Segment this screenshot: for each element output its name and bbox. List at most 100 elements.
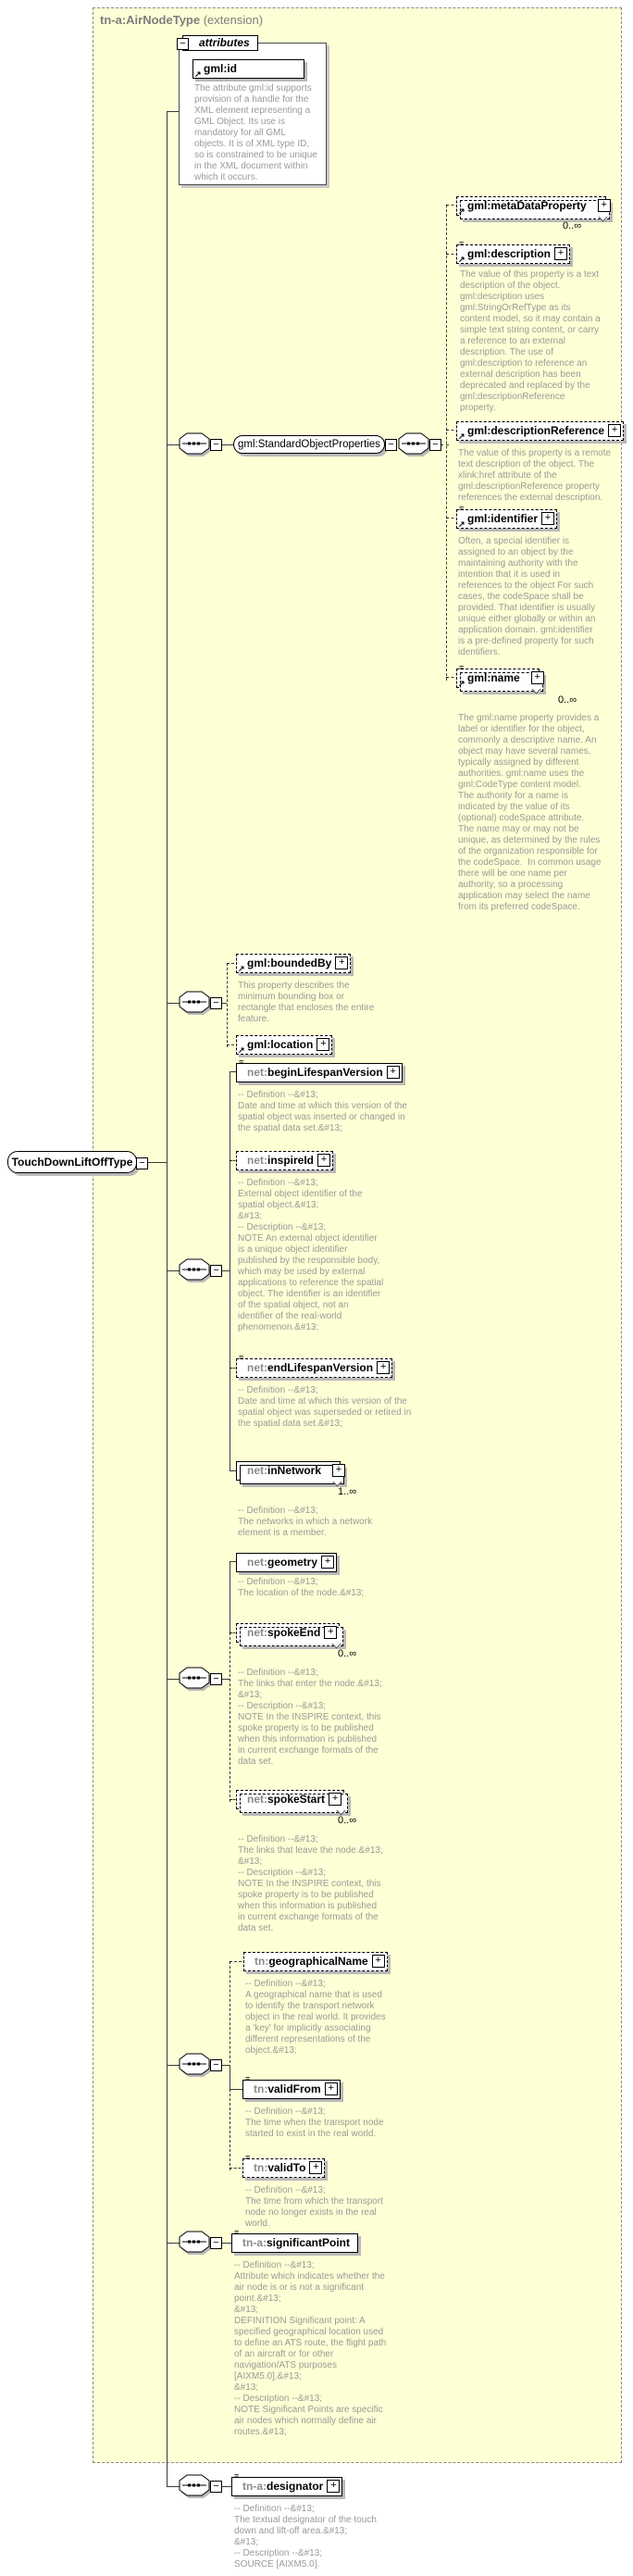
- element-box-net-inNetwork[interactable]: net:inNetwork: [236, 1461, 346, 1484]
- collapse-icon[interactable]: [177, 38, 189, 50]
- expand-icon[interactable]: [327, 2480, 341, 2493]
- attribute-label: gml:id: [204, 62, 237, 75]
- element-box-tn-geographicalName[interactable]: tn:geographicalName: [243, 1952, 388, 1971]
- expand-icon[interactable]: [597, 199, 611, 212]
- cardinality-label: 0..∞: [338, 1815, 357, 1826]
- collapse-icon[interactable]: [429, 439, 441, 451]
- element-prefix: tn-a:: [242, 2236, 267, 2249]
- annotation-gml-descriptionReference: The value of this property is a remote t…: [458, 448, 614, 503]
- cardinality-label: 0..∞: [563, 220, 582, 231]
- expand-icon[interactable]: [317, 1154, 331, 1167]
- expand-icon[interactable]: [316, 1038, 330, 1051]
- element-box-net-spokeEnd[interactable]: net:spokeEnd: [236, 1623, 344, 1646]
- element-box-net-spokeStart[interactable]: net:spokeStart: [236, 1790, 349, 1813]
- connector: [230, 1632, 239, 1633]
- element-prefix: net:: [247, 1464, 267, 1477]
- element-box-tn-validFrom[interactable]: ≡ tn:validFrom: [242, 2075, 341, 2099]
- element-prefix: tn-a:: [242, 2480, 267, 2493]
- connector: [167, 2065, 181, 2066]
- expand-icon[interactable]: [608, 424, 622, 437]
- expand-icon[interactable]: [329, 1793, 342, 1806]
- sequence-icon: [177, 2052, 216, 2080]
- connector: [147, 1162, 167, 1163]
- element-label: validTo: [267, 2161, 306, 2174]
- expand-icon[interactable]: [321, 1556, 335, 1569]
- cardinality-label: 0..∞: [558, 694, 577, 706]
- annotation-validTo: -- Definition --&#13; The time from whic…: [245, 2185, 383, 2229]
- root-element-label: TouchDownLiftOffType: [11, 1156, 133, 1169]
- element-reference-icon: ↗: [458, 519, 465, 529]
- root-element-box[interactable]: TouchDownLiftOffType: [7, 1151, 137, 1173]
- connector: [167, 111, 179, 112]
- element-box-tn-validTo[interactable]: ≡ tn:validTo: [242, 2154, 326, 2178]
- connector: [230, 1470, 236, 1471]
- connector: [227, 1044, 239, 1045]
- text-content-icon: ≡: [239, 1353, 244, 1362]
- connector: [221, 1679, 230, 1680]
- element-prefix: net:: [247, 1626, 267, 1639]
- sequence-icon: [177, 431, 216, 459]
- expand-icon[interactable]: [335, 957, 349, 969]
- sequence-icon: [177, 2473, 216, 2501]
- expand-icon[interactable]: [541, 512, 555, 525]
- connector: [227, 963, 239, 964]
- collapse-icon[interactable]: [210, 439, 222, 451]
- element-label: gml:boundedBy: [247, 957, 332, 969]
- group-box-standard-object-properties[interactable]: gml:StandardObjectProperties: [233, 435, 385, 454]
- element-prefix: tn:: [254, 2082, 268, 2095]
- collapse-icon[interactable]: [210, 2059, 222, 2071]
- element-prefix: net:: [247, 1066, 267, 1079]
- attributes-tab[interactable]: attributes: [182, 35, 258, 51]
- cardinality-label: 0..∞: [338, 1648, 357, 1659]
- connector: [167, 1003, 181, 1004]
- collapse-icon[interactable]: [210, 2237, 222, 2249]
- expand-icon[interactable]: [309, 2161, 323, 2174]
- element-box-net-inspireId[interactable]: net:inspireId: [236, 1151, 334, 1170]
- element-box-tn-a-designator[interactable]: ≡ tn-a:designator: [231, 2472, 343, 2496]
- collapse-icon[interactable]: [210, 997, 222, 1009]
- connector: [230, 2089, 242, 2090]
- annotation-spokeStart: -- Definition --&#13; The links that lea…: [238, 1834, 383, 1933]
- annotation-validFrom: -- Definition --&#13; The time when the …: [245, 2107, 384, 2139]
- annotation-gml-description: The value of this property is a text des…: [460, 269, 601, 413]
- expand-icon[interactable]: [530, 671, 544, 684]
- collapse-icon[interactable]: [210, 1265, 222, 1277]
- element-box-net-geometry[interactable]: net:geometry: [236, 1553, 338, 1572]
- expand-icon[interactable]: [371, 1955, 385, 1968]
- element-box-gml-name[interactable]: ≡ ↗ gml:name: [456, 664, 544, 692]
- attribute-box-gml-id[interactable]: ↗ gml:id: [192, 59, 304, 79]
- element-box-net-endLifespanVersion[interactable]: ≡ net:endLifespanVersion: [236, 1354, 393, 1378]
- text-content-icon: ≡: [234, 2471, 240, 2481]
- element-prefix: tn:: [254, 2161, 268, 2174]
- collapse-icon[interactable]: [210, 2481, 222, 2493]
- element-box-gml-boundedBy[interactable]: ↗ gml:boundedBy: [236, 954, 352, 973]
- expand-icon[interactable]: [324, 2082, 338, 2095]
- text-content-icon: ≡: [459, 239, 465, 248]
- connector: [221, 1003, 227, 1004]
- expand-icon[interactable]: [332, 1464, 346, 1477]
- element-label: validFrom: [267, 2082, 321, 2095]
- connector: [167, 2486, 181, 2487]
- element-box-net-beginLifespanVersion[interactable]: ≡ net:beginLifespanVersion: [236, 1058, 403, 1082]
- element-box-gml-description[interactable]: ≡ ↗ gml:description: [456, 240, 571, 264]
- expand-icon[interactable]: [554, 247, 568, 260]
- element-box-gml-descriptionReference[interactable]: ↗ gml:descriptionReference: [456, 421, 625, 441]
- expand-icon[interactable]: [324, 1626, 338, 1639]
- element-box-gml-identifier[interactable]: ≡ ↗ gml:identifier: [456, 505, 558, 529]
- connector: [230, 1799, 239, 1800]
- element-prefix: tn:: [254, 1955, 269, 1968]
- element-box-tn-a-significantPoint[interactable]: ≡ tn-a:significantPoint: [231, 2229, 358, 2253]
- element-box-gml-location[interactable]: ↗ gml:location: [236, 1035, 333, 1055]
- extension-qualifier: (extension): [200, 13, 264, 27]
- collapse-icon[interactable]: [136, 1157, 148, 1169]
- text-content-icon: ≡: [245, 2074, 251, 2083]
- expand-icon[interactable]: [377, 1361, 391, 1374]
- annotation-inNetwork: -- Definition --&#13; The networks in wh…: [238, 1506, 373, 1538]
- collapse-icon[interactable]: [210, 1673, 222, 1685]
- collapse-icon[interactable]: [385, 439, 397, 451]
- element-box-gml-metaDataProperty[interactable]: ↗ gml:metaDataProperty: [456, 196, 611, 219]
- sequence-icon: [177, 1257, 216, 1285]
- cardinality-label: 1..∞: [338, 1486, 357, 1497]
- element-label: beginLifespanVersion: [267, 1066, 383, 1079]
- expand-icon[interactable]: [386, 1066, 400, 1079]
